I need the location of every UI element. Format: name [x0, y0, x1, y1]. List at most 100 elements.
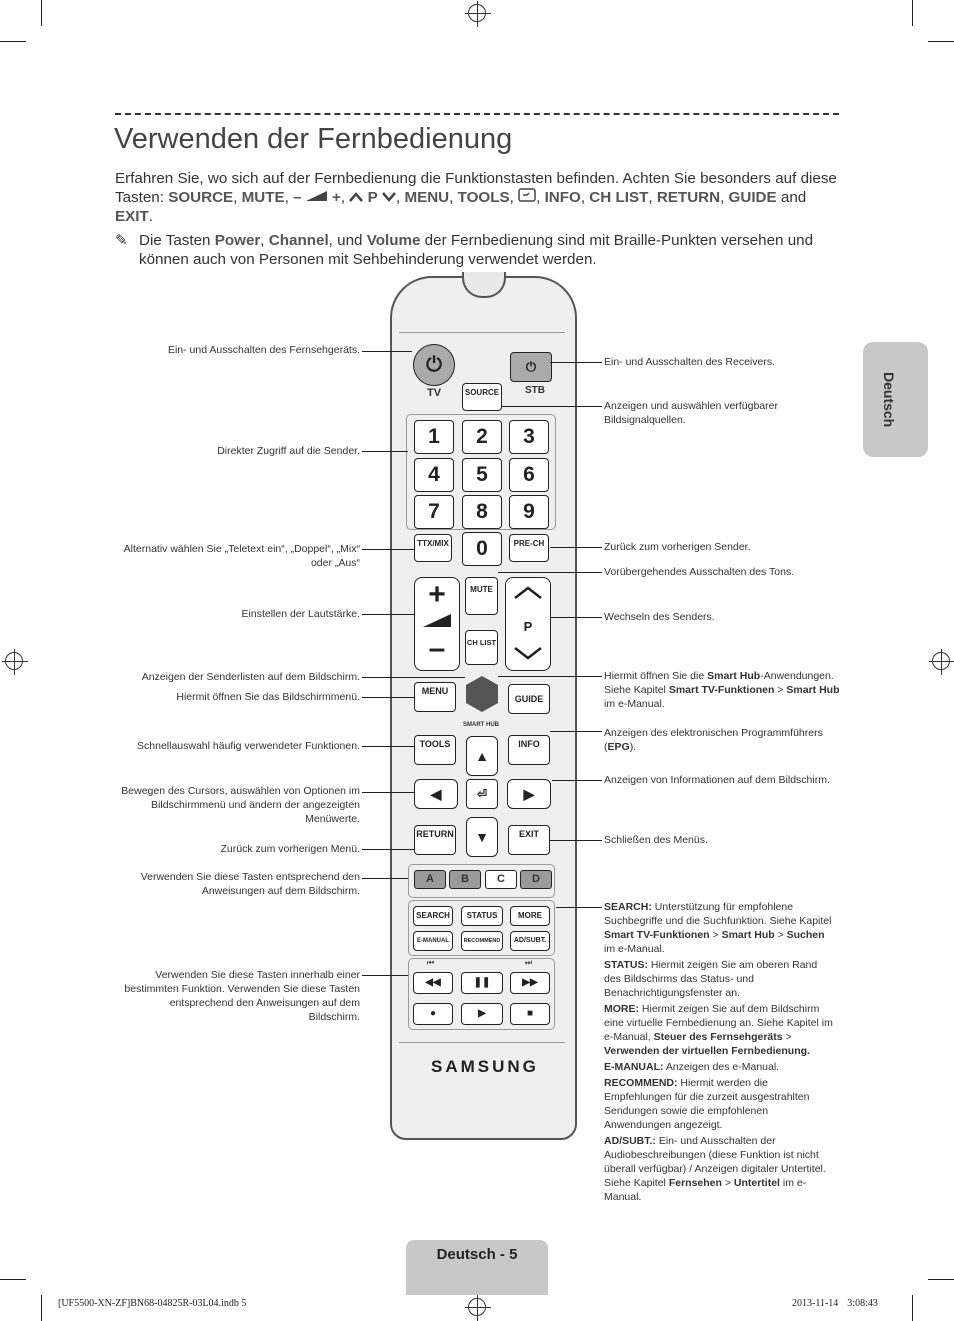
key-p: P	[367, 189, 378, 206]
enter-button[interactable]: ⏎	[466, 779, 498, 809]
smarthub-bold: Smart TV-Funktionen	[668, 684, 775, 696]
nav-up-button[interactable]: ▲	[466, 736, 498, 776]
adsubt-desc: AD/SUBT.: Ein- und Ausschalten der Audio…	[604, 1135, 826, 1203]
label-guide: Anzeigen des elektronischen Programmführ…	[604, 726, 834, 754]
number-pad	[406, 414, 556, 530]
menu-button[interactable]: MENU	[414, 682, 456, 712]
mute-button[interactable]: MUTE	[465, 577, 498, 615]
ad-subt-button[interactable]: AD/SUBT.	[510, 931, 550, 951]
record-icon: ●	[429, 1008, 437, 1019]
tools-button[interactable]: TOOLS	[414, 735, 456, 765]
pause-button[interactable]: ❚❚	[461, 972, 503, 994]
arrow-left-icon: ◀	[430, 786, 442, 802]
label-cursor: Bewegen des Cursors, auswählen von Optio…	[121, 785, 360, 825]
digit-button[interactable]: 9	[509, 495, 549, 529]
digit-button[interactable]: 6	[509, 458, 549, 492]
record-button[interactable]: ●	[413, 1003, 453, 1025]
exit-label: EXIT	[518, 829, 539, 839]
smarthub-bold: Smart Hub	[707, 670, 761, 682]
menu-label: MENU	[421, 686, 449, 696]
digit-button[interactable]: 0	[462, 532, 502, 566]
guide-button[interactable]: GUIDE	[508, 684, 550, 714]
leader-line	[362, 677, 465, 678]
nav-down-button[interactable]: ▼	[466, 817, 498, 857]
volume-icon	[305, 191, 327, 201]
color-button-b[interactable]: B	[449, 870, 481, 889]
note-post: der Fernbedienung sind mit Braille-Punkt…	[139, 232, 814, 268]
ttx-mix-button[interactable]: TTX/MIX	[414, 534, 452, 562]
stb-power-button[interactable]: ⏻	[510, 352, 552, 382]
label-prech: Zurück zum vorherigen Sender.	[604, 541, 751, 553]
status-button[interactable]: STATUS	[461, 906, 503, 926]
digit-button[interactable]: 1	[414, 420, 454, 454]
digit-button[interactable]: 5	[462, 458, 502, 492]
digit-button[interactable]: 4	[414, 458, 454, 492]
digit-button[interactable]: 8	[462, 495, 502, 529]
skip-forward-icon: ⏭	[525, 958, 533, 967]
volume-rocker[interactable]: + –	[414, 577, 460, 671]
plus-icon: +	[428, 578, 446, 611]
registration-mark-icon	[465, 1, 491, 27]
intro-text: Erfahren Sie, wo sich auf der Fernbedien…	[115, 170, 837, 206]
adsubt-text: Ein- und Ausschalten der Audiobeschreibu…	[604, 1135, 826, 1189]
pre-ch-button[interactable]: PRE-CH	[509, 534, 549, 562]
label-tools: Schnellauswahl häufig verwendeter Funkti…	[137, 740, 360, 752]
exit-button[interactable]: EXIT	[508, 825, 550, 855]
info-button[interactable]: INFO	[508, 735, 550, 765]
smarthub-label: SMART HUB	[463, 722, 499, 728]
more-button[interactable]: MORE	[510, 906, 550, 926]
more-text: Hiermit zeigen Sie auf dem Bildschirm ei…	[604, 1003, 833, 1043]
nav-left-button[interactable]: ◀	[414, 779, 458, 809]
digit-button[interactable]: 3	[509, 420, 549, 454]
label-stb-power: Ein- und Ausschalten des Receivers.	[604, 356, 776, 368]
pause-icon: ❚❚	[473, 977, 491, 988]
key-info: INFO	[544, 189, 581, 206]
rewind-button[interactable]: ◀◀	[413, 972, 453, 994]
adsubt-key: AD/SUBT.:	[604, 1135, 656, 1147]
play-button[interactable]: ▶	[461, 1003, 503, 1025]
adsubt-text: im e-Manual.	[604, 1177, 807, 1203]
digit-button[interactable]: 2	[462, 420, 502, 454]
channel-rocker[interactable]: P	[505, 577, 551, 671]
fast-forward-button[interactable]: ▶▶	[510, 972, 550, 994]
status-desc: STATUS: Hiermit zeigen Sie am oberen Ran…	[604, 958, 836, 1000]
label-function-keys: SEARCH: Unterstützung für empfohlene Suc…	[604, 900, 836, 1204]
emanual-key: E-MANUAL:	[604, 1061, 664, 1073]
e-manual-button[interactable]: E-MANUAL	[413, 931, 453, 951]
chevron-down-icon	[514, 647, 542, 660]
return-button[interactable]: RETURN	[414, 825, 456, 855]
smarthub-bold: Smart Hub	[786, 684, 840, 696]
label-mute: Vorübergehendes Ausschalten des Tons.	[604, 566, 795, 578]
label-color-keys: Verwenden Sie diese Tasten entsprechend …	[140, 871, 360, 897]
search-key: SEARCH:	[604, 901, 652, 913]
search-button[interactable]: SEARCH	[413, 906, 453, 926]
color-button-a[interactable]: A	[414, 870, 446, 889]
leader-line	[556, 907, 602, 908]
label-info: Anzeigen von Informationen auf dem Bilds…	[604, 774, 830, 786]
recommend-button[interactable]: RECOMMEND	[461, 931, 503, 951]
chevron-up-icon	[349, 192, 364, 202]
tv-power-button[interactable]: ⏻	[413, 344, 455, 386]
adsubt-bold: Fernsehen	[668, 1177, 722, 1189]
chlist-label: CH LIST	[466, 638, 497, 647]
color-button-c[interactable]: C	[485, 870, 517, 889]
leader-line	[362, 849, 414, 850]
note-und: und	[337, 232, 363, 249]
registration-mark-icon	[465, 1295, 491, 1321]
stop-icon: ■	[526, 1008, 534, 1019]
digit-button[interactable]: 7	[414, 495, 454, 529]
stop-button[interactable]: ■	[510, 1003, 550, 1025]
key-mute: MUTE	[241, 189, 285, 206]
p-label: P	[523, 619, 533, 634]
guide-label: GUIDE	[514, 694, 544, 704]
search-bold: Smart Hub	[721, 929, 775, 941]
key-exit: EXIT	[115, 208, 149, 225]
color-button-d[interactable]: D	[520, 870, 552, 889]
leader-line	[362, 746, 414, 747]
nav-right-button[interactable]: ▶	[507, 779, 551, 809]
ch-list-button[interactable]: CH LIST	[465, 630, 498, 665]
source-button[interactable]: SOURCE	[462, 383, 502, 411]
smart-hub-button[interactable]	[466, 676, 498, 712]
rewind-icon: ◀◀	[425, 977, 441, 988]
label-source: Anzeigen und auswählen verfügbarer Bilds…	[604, 400, 778, 426]
